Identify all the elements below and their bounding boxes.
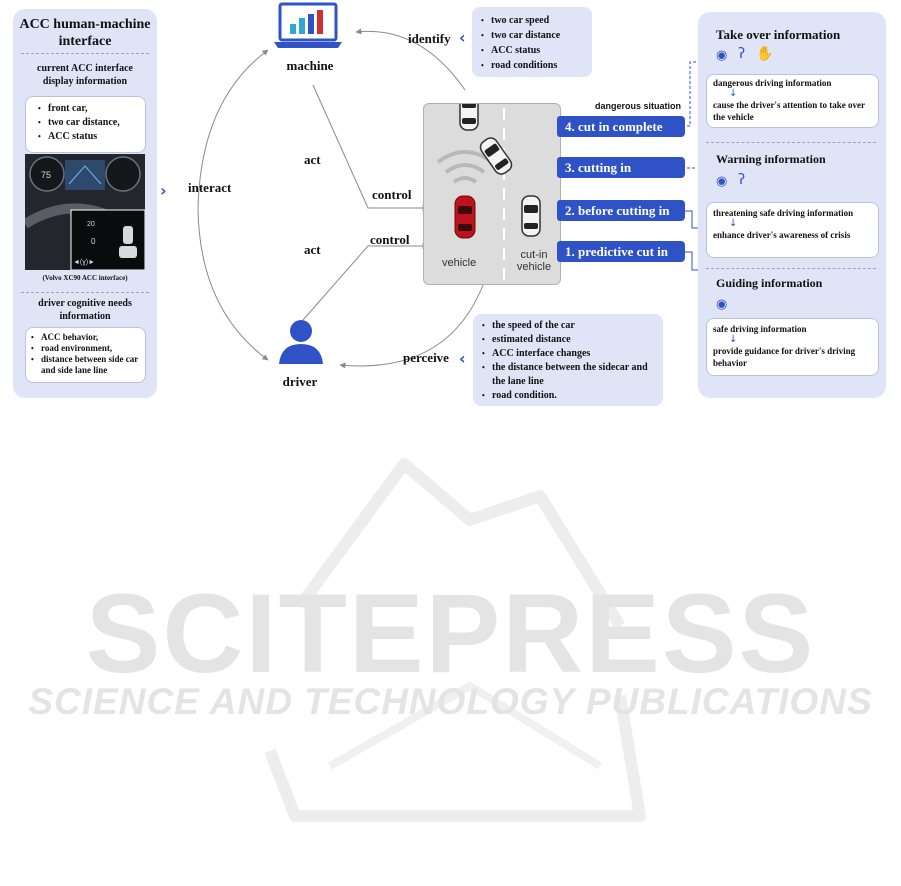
info-types-panel: Take over information ◉ ʔ ✋ dangerous dr…: [698, 12, 886, 398]
image-caption: (Volvo XC90 ACC interface): [42, 274, 128, 282]
person-icon: [277, 318, 325, 364]
svg-text:0: 0: [91, 237, 96, 246]
svg-text:75: 75: [41, 170, 51, 180]
takeover-box: dangerous driving information ↓ cause th…: [706, 74, 879, 128]
acc-hmi-title: ACC human-machine interface: [19, 17, 151, 49]
chevron-left-icon: ‹: [459, 28, 466, 47]
svg-text:◄(ɣ)►: ◄(ɣ)►: [73, 259, 95, 266]
identify-label: identify: [408, 31, 451, 46]
guiding-line2: provide guidance for driver's driving be…: [713, 346, 856, 368]
hand-icon: ✋: [756, 46, 774, 62]
section2-item: ACC behavior,: [31, 332, 143, 343]
perceive-label: perceive: [403, 350, 449, 365]
stage-1-tag: 1. predictive cut in: [557, 241, 685, 262]
section1-item: front car,: [38, 102, 120, 116]
eye-icon: ◉: [716, 174, 728, 189]
laptop-icon: [272, 2, 344, 50]
warning-line1: threatening safe driving information: [713, 208, 854, 218]
stage-2-tag: 2. before cutting in: [557, 200, 685, 221]
divider: [706, 142, 876, 143]
interact-label: interact: [188, 180, 232, 195]
takeover-line2: cause the driver's attention to take ove…: [713, 100, 865, 122]
perceive-item: estimated distance: [482, 333, 658, 347]
perceive-item: ACC interface changes: [482, 347, 658, 361]
vehicle-label: vehicle: [442, 257, 477, 269]
section1-item: ACC status: [38, 130, 120, 144]
perceive-info-box: the speed of the car estimated distance …: [473, 314, 663, 406]
perceive-item: the distance between the sidecar and the…: [482, 361, 658, 389]
road-scene: vehicle cut-in vehicle: [423, 91, 561, 285]
section2-title: driver cognitive needs information: [38, 298, 132, 322]
section1-box: front car, two car distance, ACC status: [25, 96, 146, 153]
takeover-title: Take over information: [716, 27, 841, 42]
acc-hmi-panel: ACC human-machine interface current ACC …: [13, 9, 157, 398]
section2-item: road environment,: [31, 343, 143, 354]
guiding-line1: safe driving information: [713, 324, 807, 334]
guiding-box: safe driving information ↓ provide guida…: [706, 318, 879, 376]
warning-box: threatening safe driving information ↓ e…: [706, 202, 879, 258]
warning-title: Warning information: [716, 152, 826, 166]
scitepress-logo: [264, 458, 646, 822]
stage-3-tag: 3. cutting in: [557, 157, 685, 178]
identify-info-box: two car speed two car distance ACC statu…: [472, 7, 592, 77]
perceive-item: the speed of the car: [482, 319, 658, 333]
watermark-brand: SCITEPRESS: [85, 571, 816, 696]
eye-icon: ◉: [716, 297, 728, 312]
section2-box: ACC behavior, road environment, distance…: [25, 327, 146, 383]
takeover-line1: dangerous driving information: [713, 78, 832, 88]
section1-item: two car distance,: [38, 116, 120, 130]
ear-icon: ʔ: [738, 46, 746, 62]
ear-icon: ʔ: [738, 172, 746, 188]
connector-lines: [197, 28, 698, 369]
cutin-vehicle-label: cut-in vehicle: [516, 249, 552, 273]
stage-4-tag: 4. cut in complete: [557, 116, 685, 137]
identify-item: two car distance: [481, 28, 560, 43]
divider: [21, 53, 149, 54]
act-label-bottom: act: [304, 242, 321, 257]
watermark-tagline: SCIENCE AND TECHNOLOGY PUBLICATIONS: [28, 681, 873, 722]
divider: [21, 292, 149, 293]
control-label-top: control: [372, 187, 412, 202]
divider: [706, 268, 876, 269]
control-label-bottom: control: [370, 232, 410, 247]
identify-item: two car speed: [481, 13, 560, 28]
chevron-left-icon: ‹: [459, 349, 466, 368]
warning-line2: enhance driver's awareness of crisis: [713, 230, 851, 240]
driver-label: driver: [282, 374, 318, 389]
machine-label: machine: [286, 58, 334, 73]
perceive-item: road condition.: [482, 389, 658, 403]
identify-item: road conditions: [481, 58, 560, 73]
section2-item: distance between side car and side lane …: [31, 354, 143, 376]
identify-item: ACC status: [481, 43, 560, 58]
section1-title: current ACC interface display informatio…: [37, 63, 133, 87]
eye-icon: ◉: [716, 48, 728, 63]
act-label-top: act: [304, 152, 321, 167]
arrow-down-icon: ↓: [729, 334, 738, 345]
svg-text:20: 20: [87, 221, 95, 228]
guiding-title: Guiding information: [716, 276, 823, 290]
volvo-dashboard-image: 75 20 0 ◄(ɣ)►: [25, 154, 145, 270]
dangerous-situation-label: dangerous situation: [595, 101, 682, 111]
arrow-down-icon: ↓: [729, 88, 738, 99]
chevron-right-icon: ›: [160, 181, 167, 200]
arrow-down-icon: ↓: [729, 218, 738, 229]
